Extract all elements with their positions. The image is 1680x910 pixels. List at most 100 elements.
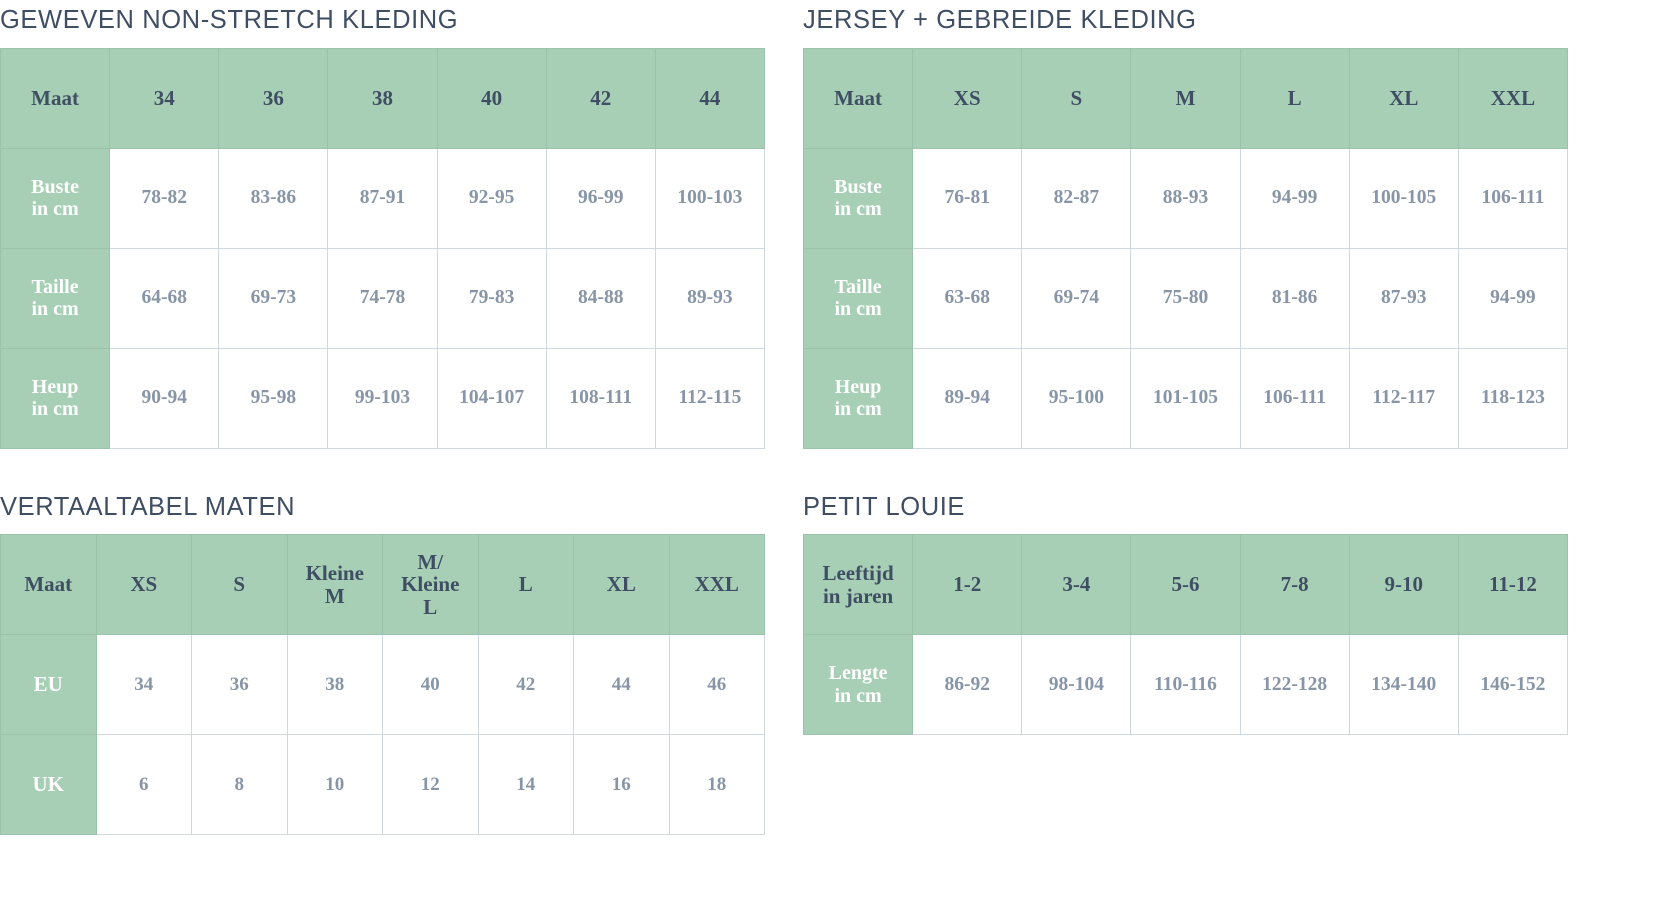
measurement-cell: 10 — [286, 734, 383, 835]
header-cell-size: 38 — [327, 47, 438, 149]
measurement-cell: 86-92 — [912, 634, 1023, 735]
header-cell-size: XS — [95, 534, 192, 635]
measurement-cell: 100-103 — [654, 147, 766, 249]
header-cell-corner: Maat — [802, 47, 914, 149]
section-gap-right — [803, 449, 1568, 495]
measurement-cell: 40 — [382, 634, 479, 735]
header-cell-size: L — [477, 534, 574, 635]
measurement-cell: 63-68 — [912, 247, 1023, 349]
measurement-cell: 75-80 — [1130, 247, 1241, 349]
measurement-cell: 122-128 — [1239, 634, 1350, 735]
header-cell-size: 34 — [109, 47, 220, 149]
header-cell-size: 11-12 — [1457, 534, 1569, 635]
header-cell-corner: Maat — [0, 534, 97, 635]
row-label: EU — [0, 634, 97, 735]
header-cell-size: 40 — [436, 47, 547, 149]
header-cell-size: 3-4 — [1021, 534, 1132, 635]
header-cell-size: 44 — [654, 47, 766, 149]
header-cell-size: 9-10 — [1348, 534, 1459, 635]
row-label: UK — [0, 734, 97, 835]
measurement-cell: 79-83 — [436, 247, 547, 349]
measurement-cell: 99-103 — [327, 347, 438, 449]
header-cell-size: 36 — [218, 47, 329, 149]
header-cell-corner: Maat — [0, 47, 111, 149]
measurement-cell: 94-99 — [1239, 147, 1350, 249]
measurement-cell: 34 — [95, 634, 192, 735]
header-cell-size: 7-8 — [1239, 534, 1350, 635]
header-cell-size: XS — [912, 47, 1023, 149]
measurement-cell: 98-104 — [1021, 634, 1132, 735]
measurement-cell: 64-68 — [109, 247, 220, 349]
measurement-cell: 36 — [191, 634, 288, 735]
header-cell-size: XXL — [1457, 47, 1569, 149]
header-cell-size: 1-2 — [912, 534, 1023, 635]
page-title-petit-louie: PETIT LOUIE — [803, 492, 966, 521]
measurement-cell: 18 — [668, 734, 765, 835]
measurement-cell: 101-105 — [1130, 347, 1241, 449]
section-gap-left — [0, 449, 765, 495]
measurement-cell: 106-111 — [1457, 147, 1569, 249]
measurement-cell: 108-111 — [545, 347, 656, 449]
header-cell-size: XL — [1348, 47, 1459, 149]
header-cell-size: M — [1130, 47, 1241, 149]
header-cell-size: XXL — [668, 534, 765, 635]
measurement-cell: 44 — [573, 634, 670, 735]
measurement-cell: 46 — [668, 634, 765, 735]
measurement-cell: 8 — [191, 734, 288, 835]
page-title-vertaaltabel: VERTAALTABEL MATEN — [0, 492, 296, 521]
measurement-cell: 146-152 — [1457, 634, 1569, 735]
measurement-cell: 69-73 — [218, 247, 329, 349]
measurement-cell: 38 — [286, 634, 383, 735]
measurement-cell: 81-86 — [1239, 247, 1350, 349]
measurement-cell: 110-116 — [1130, 634, 1241, 735]
measurement-cell: 42 — [477, 634, 574, 735]
measurement-cell: 95-100 — [1021, 347, 1132, 449]
measurement-cell: 83-86 — [218, 147, 329, 249]
measurement-cell: 89-93 — [654, 247, 766, 349]
measurement-cell: 90-94 — [109, 347, 220, 449]
measurement-cell: 94-99 — [1457, 247, 1569, 349]
measurement-cell: 92-95 — [436, 147, 547, 249]
measurement-cell: 104-107 — [436, 347, 547, 449]
measurement-cell: 96-99 — [545, 147, 656, 249]
measurement-cell: 106-111 — [1239, 347, 1350, 449]
measurement-cell: 6 — [95, 734, 192, 835]
measurement-cell: 74-78 — [327, 247, 438, 349]
measurement-cell: 16 — [573, 734, 670, 835]
